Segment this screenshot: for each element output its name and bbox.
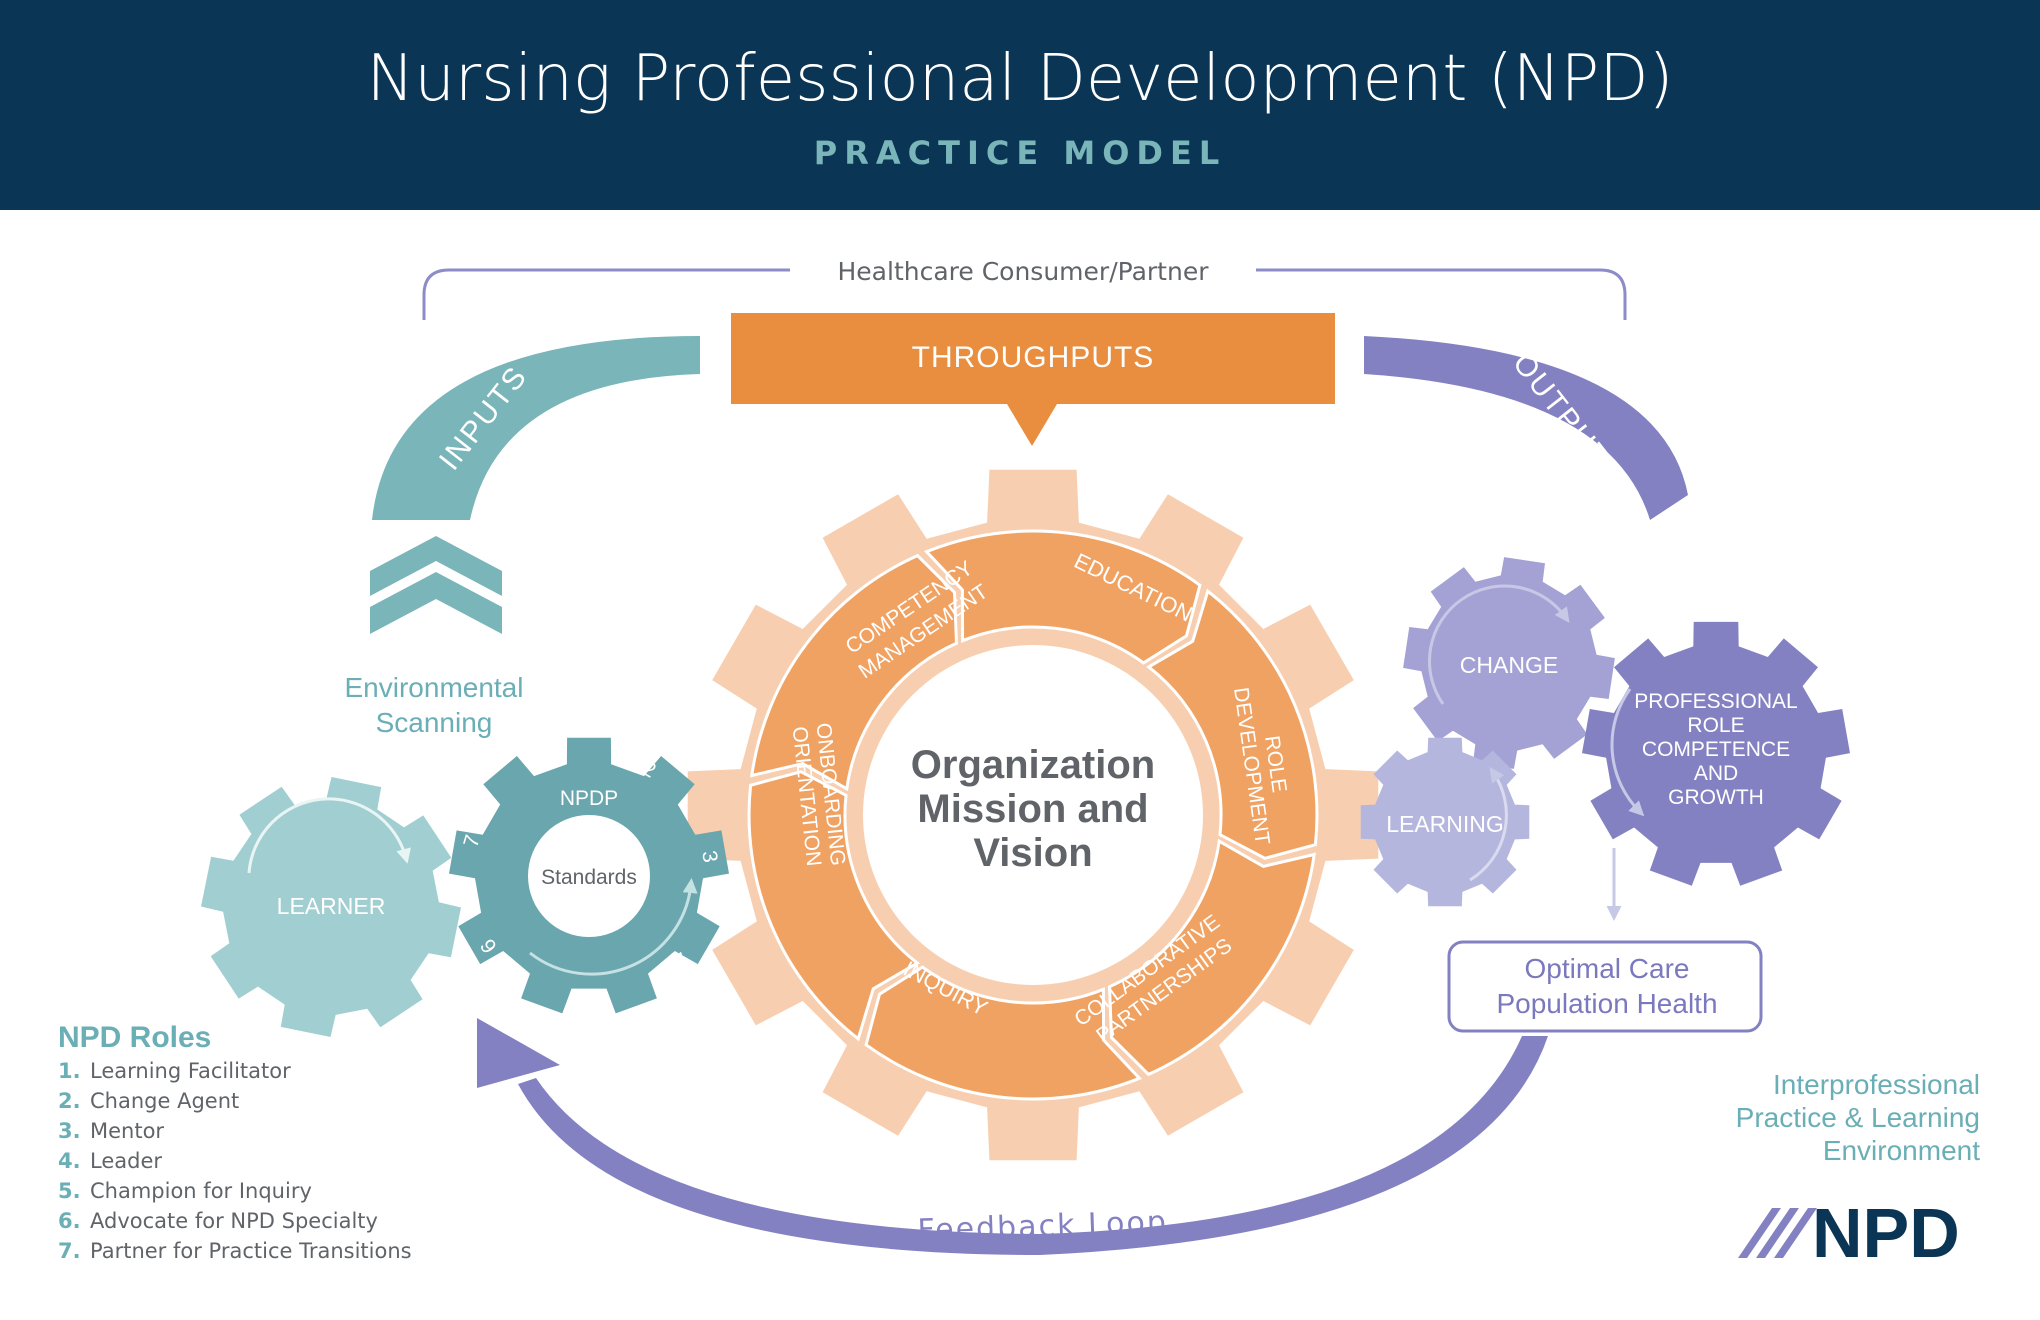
role-label: Mentor: [90, 1119, 164, 1143]
throughputs-pointer: [1007, 404, 1057, 446]
environment-line3: Environment: [1823, 1135, 1980, 1166]
chevron-up-icon: [370, 572, 502, 634]
npd-logo: NPD: [1738, 1194, 1960, 1272]
page-title: Nursing Professional Development (NPD): [366, 42, 1673, 116]
center-text-line3: Vision: [973, 831, 1092, 875]
header-bar: [0, 0, 2040, 210]
role-number: 5.: [58, 1179, 81, 1203]
feedback-arrow-head: [477, 1018, 560, 1088]
segment-competency-management[interactable]: [750, 553, 959, 792]
segment-onboarding-orientation[interactable]: [747, 770, 920, 1042]
npdp-number-1: 1: [534, 750, 553, 776]
npdp-title: NPDP: [560, 787, 618, 810]
optimal-care-line1: Optimal Care: [1525, 953, 1690, 984]
role-label: Champion for Inquiry: [90, 1179, 312, 1203]
role-number: 1.: [58, 1059, 81, 1083]
segment-inquiry[interactable]: [864, 965, 1142, 1101]
role-label: Partner for Practice Transitions: [90, 1239, 412, 1263]
optimal-care-box: [1447, 940, 1763, 1033]
roles-title: NPD Roles: [58, 1021, 211, 1054]
environment-line1: Interprofessional: [1773, 1069, 1980, 1100]
role-number: 7.: [58, 1239, 81, 1263]
learner-gear: [201, 777, 461, 1037]
learner-cycle-arrow: [247, 797, 411, 874]
role-label: Advocate for NPD Specialty: [90, 1209, 378, 1233]
role-number: 3.: [58, 1119, 81, 1143]
npdp-cycle-arrow: [529, 878, 698, 976]
chevron-up-icon: [370, 536, 502, 596]
page-subtitle: PRACTICE MODEL: [814, 134, 1226, 172]
feedback-loop-label: Feedback Loop: [917, 1205, 1168, 1249]
professional-line2: ROLE: [1687, 714, 1744, 737]
segment-education[interactable]: [924, 529, 1202, 665]
consumer-bracket-left: [422, 268, 790, 320]
center-text-line2: Mission and: [917, 787, 1148, 831]
change-label: CHANGE: [1460, 652, 1558, 678]
center-hub: [863, 645, 1203, 985]
segment-role-development[interactable]: [1146, 588, 1319, 860]
inputs-arrow: [372, 336, 700, 520]
standards-label: Standards: [541, 866, 637, 889]
environmental-scanning-line1: Environmental: [345, 672, 524, 703]
professional-line3: COMPETENCE: [1642, 738, 1790, 761]
npd-logo-text: NPD: [1812, 1194, 1960, 1272]
learning-label: LEARNING: [1386, 811, 1504, 837]
optimal-care-line2: Population Health: [1496, 988, 1717, 1019]
role-number: 4.: [58, 1149, 81, 1173]
npdp-number-3: 3: [697, 849, 722, 864]
roles-list: 1. Learning Facilitator 2. Change Agent 3. Me…: [58, 1059, 412, 1263]
professional-line4: AND: [1694, 762, 1738, 785]
role-label: Leader: [90, 1149, 162, 1173]
learner-label: LEARNER: [277, 893, 386, 919]
outputs-arrow: [1364, 336, 1688, 520]
consumer-bracket-right: [1256, 268, 1627, 320]
throughputs-box: [731, 313, 1335, 404]
role-label: Change Agent: [90, 1089, 239, 1113]
change-cycle-arrow: [1428, 584, 1570, 705]
healthcare-consumer-label: Healthcare Consumer/Partner: [838, 257, 1210, 286]
professional-role-gear: [1582, 621, 1850, 886]
segment-collaborative-partnerships[interactable]: [1107, 838, 1316, 1077]
role-label: Learning Facilitator: [90, 1059, 291, 1083]
npdp-hub: [528, 815, 650, 937]
environmental-scanning-line2: Scanning: [376, 707, 493, 738]
role-number: 2.: [58, 1089, 81, 1113]
learning-cycle-arrow: [1469, 767, 1508, 882]
professional-line1: PROFESSIONAL: [1634, 690, 1797, 713]
environment-line2: Practice & Learning: [1736, 1102, 1980, 1133]
professional-cycle-arrow: [1610, 688, 1645, 817]
npdp-number-5: 5: [575, 986, 588, 1010]
professional-line5: GROWTH: [1668, 786, 1764, 809]
role-number: 6.: [58, 1209, 81, 1233]
throughputs-label: THROUGHPUTS: [912, 341, 1155, 374]
center-text-line1: Organization: [911, 743, 1155, 787]
